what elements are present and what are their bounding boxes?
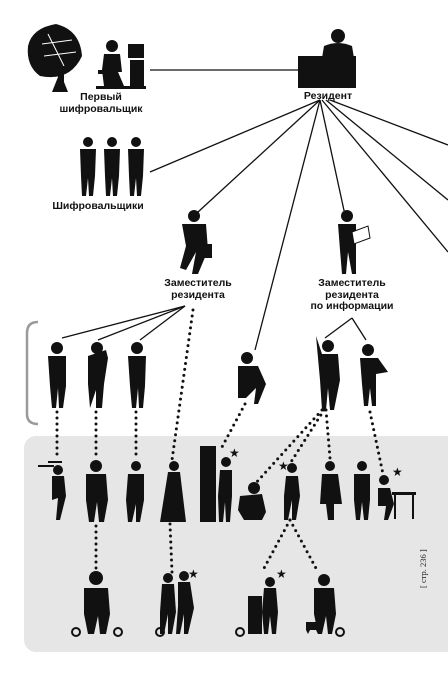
officers-bracket [25, 320, 39, 426]
handler-markers [71, 627, 345, 637]
deputy-resident-figure [180, 210, 212, 274]
agents-figures [38, 446, 416, 522]
svg-text:★: ★ [278, 459, 289, 473]
svg-text:★: ★ [276, 567, 287, 581]
cipher-clerks-label: Шифровальщики [52, 200, 144, 212]
cipher-clerks-figures [80, 137, 144, 196]
officers-figures [48, 336, 388, 410]
star-icon: ★ ★ ★ ★ ★ [188, 446, 403, 581]
sub-agents-figures [84, 571, 336, 634]
svg-text:★: ★ [188, 567, 199, 581]
agent-links [55, 308, 385, 574]
resident-figure [298, 29, 356, 88]
page-reference: [ стр. 236 ] [418, 549, 428, 588]
deputy-resident-label: Заместитель резидента [164, 277, 232, 301]
svg-text:★: ★ [392, 465, 403, 479]
satellite-dish-icon [27, 24, 82, 92]
command-lines [61, 69, 448, 351]
deputy-resident-info-figure [338, 210, 371, 274]
first-cipher-clerk-label: Первый шифровальщик [59, 91, 143, 115]
first-cipher-clerk-figure [96, 40, 146, 89]
deputy-resident-info-label: Заместитель резидента по информации [310, 277, 394, 312]
resident-label: Резидент [303, 90, 353, 102]
svg-text:★: ★ [229, 446, 240, 460]
